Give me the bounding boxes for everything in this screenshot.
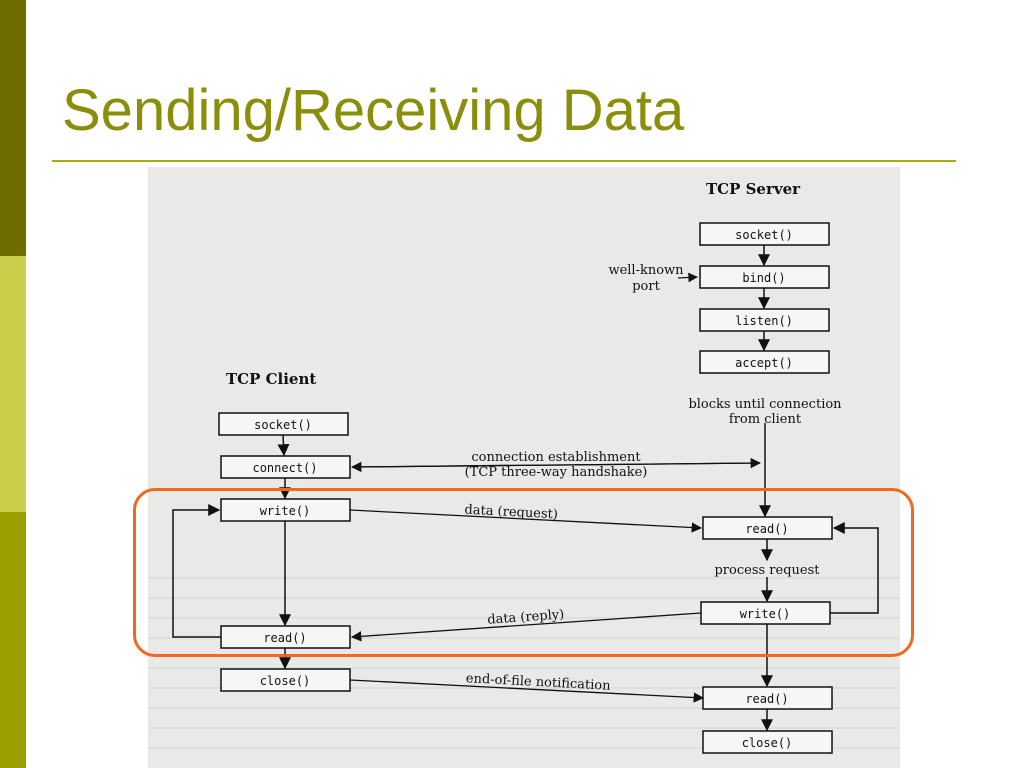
connection-label-1: connection establishment xyxy=(471,450,641,465)
well-known-label-2: port xyxy=(632,279,660,294)
port-pointer-arrow xyxy=(677,272,698,283)
server-accept-label: accept() xyxy=(735,356,793,370)
client-flow-arrows xyxy=(172,434,291,670)
bleed-through-text xyxy=(148,577,900,749)
server-socket-label: socket() xyxy=(735,228,793,242)
client-write-label: write() xyxy=(260,504,311,518)
server-read-eof-box: read() xyxy=(702,686,833,710)
client-socket-label: socket() xyxy=(254,418,312,432)
server-read-label: read() xyxy=(745,522,788,536)
blocks-label-2: from client xyxy=(729,412,802,427)
server-write-box: write() xyxy=(700,601,831,625)
server-accept-box: accept() xyxy=(699,350,830,374)
decor-bar-mid xyxy=(0,512,26,768)
server-bind-box: bind() xyxy=(699,265,830,289)
title-divider xyxy=(52,160,956,162)
client-heading: TCP Client xyxy=(226,370,316,388)
client-read-box: read() xyxy=(220,625,351,649)
decor-bar-dark xyxy=(0,0,26,256)
server-write-label: write() xyxy=(740,607,791,621)
tcp-flow-diagram: TCP Server TCP Client socket() bind() li… xyxy=(148,180,900,754)
server-listen-label: listen() xyxy=(735,314,793,328)
data-request-label: data (request) xyxy=(464,503,558,523)
eof-label: end-of-file notification xyxy=(465,671,611,694)
server-close-label: close() xyxy=(742,736,793,750)
server-read-eof-label: read() xyxy=(745,692,788,706)
server-read-box: read() xyxy=(702,516,833,540)
client-read-label: read() xyxy=(263,631,306,645)
client-socket-box: socket() xyxy=(218,412,349,436)
server-listen-box: listen() xyxy=(699,308,830,332)
server-flow-arrows xyxy=(758,245,879,732)
server-bind-label: bind() xyxy=(742,271,785,285)
server-heading: TCP Server xyxy=(706,180,801,198)
client-write-box: write() xyxy=(220,498,351,522)
data-reply-label: data (reply) xyxy=(487,607,565,627)
slide-title: Sending/Receiving Data xyxy=(62,78,685,143)
connection-label-2: (TCP three-way handshake) xyxy=(465,465,648,480)
server-socket-box: socket() xyxy=(699,222,830,246)
decor-bar-light xyxy=(0,256,26,512)
scanned-diagram: TCP Server TCP Client socket() bind() li… xyxy=(148,167,900,768)
process-request-label: process request xyxy=(714,563,820,578)
client-connect-box: connect() xyxy=(220,455,351,479)
client-close-box: close() xyxy=(220,668,351,692)
client-connect-label: connect() xyxy=(252,461,317,475)
network-arrows xyxy=(349,457,762,703)
client-close-label: close() xyxy=(260,674,311,688)
blocks-label-1: blocks until connection xyxy=(688,397,842,412)
server-close-box: close() xyxy=(702,730,833,754)
well-known-label-1: well-known xyxy=(608,263,684,278)
